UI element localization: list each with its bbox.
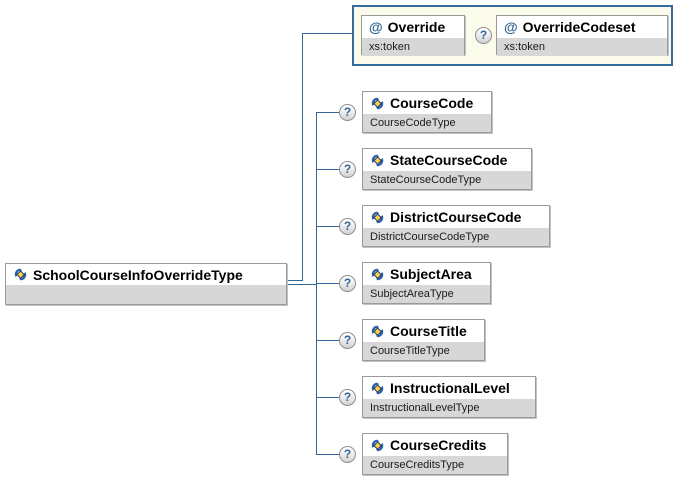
attribute-type: xs:token <box>497 38 667 56</box>
attribute-box-override[interactable]: @ Override xs:token <box>361 15 465 56</box>
element-name: SubjectArea <box>390 266 472 282</box>
optional-indicator: ? <box>339 389 356 406</box>
complex-type-diamond-icon <box>370 439 385 452</box>
root-type-name: SchoolCourseInfoOverrideType <box>33 266 243 283</box>
complex-type-diamond-icon <box>370 154 385 167</box>
connector-line <box>287 284 317 285</box>
element-type: CourseCreditsType <box>363 456 507 474</box>
complex-type-diamond-icon <box>13 268 28 281</box>
connector-line <box>316 340 339 341</box>
optional-indicator: ? <box>339 218 356 235</box>
element-name: CourseTitle <box>390 323 467 339</box>
optional-indicator: ? <box>339 161 356 178</box>
complex-type-diamond-icon <box>370 382 385 395</box>
connector-line <box>316 283 339 284</box>
attribute-at-icon: @ <box>504 19 518 35</box>
element-name: DistrictCourseCode <box>390 209 522 225</box>
connector-line <box>316 454 339 455</box>
optional-indicator: ? <box>339 275 356 292</box>
element-box-coursetitle[interactable]: CourseTitle CourseTitleType <box>362 319 485 361</box>
attribute-box-overridecodeset[interactable]: @ OverrideCodeset xs:token <box>496 15 668 56</box>
element-box-coursecode[interactable]: CourseCode CourseCodeType <box>362 91 492 133</box>
element-type: CourseCodeType <box>363 114 491 132</box>
element-box-statecoursecode[interactable]: StateCourseCode StateCourseCodeType <box>362 148 532 190</box>
connector-line <box>302 33 303 281</box>
element-type: DistrictCourseCodeType <box>363 228 549 246</box>
complex-type-diamond-icon <box>370 325 385 338</box>
attribute-name: OverrideCodeset <box>522 19 636 35</box>
attribute-at-icon: @ <box>369 19 383 35</box>
attribute-name: Override <box>387 19 446 35</box>
connector-line <box>316 169 339 170</box>
optional-indicator: ? <box>475 27 492 44</box>
element-type: CourseTitleType <box>363 342 484 360</box>
root-type-footer <box>6 285 286 304</box>
complex-type-diamond-icon <box>370 97 385 110</box>
element-name: StateCourseCode <box>390 152 508 168</box>
connector-line <box>316 397 339 398</box>
element-type: InstructionalLevelType <box>363 399 535 417</box>
connector-line <box>316 112 339 113</box>
element-box-coursecredits[interactable]: CourseCredits CourseCreditsType <box>362 433 508 475</box>
element-name: InstructionalLevel <box>390 380 510 396</box>
connector-line <box>302 33 352 34</box>
connector-line <box>316 226 339 227</box>
optional-indicator: ? <box>339 104 356 121</box>
element-type: SubjectAreaType <box>363 285 490 303</box>
element-box-instructionallevel[interactable]: InstructionalLevel InstructionalLevelTyp… <box>362 376 536 418</box>
element-type: StateCourseCodeType <box>363 171 531 189</box>
element-name: CourseCode <box>390 95 474 111</box>
element-box-subjectarea[interactable]: SubjectArea SubjectAreaType <box>362 262 491 304</box>
attribute-type: xs:token <box>362 38 464 56</box>
optional-indicator: ? <box>339 332 356 349</box>
connector-line <box>287 280 302 281</box>
element-box-districtcoursecode[interactable]: DistrictCourseCode DistrictCourseCodeTyp… <box>362 205 550 247</box>
optional-indicator: ? <box>339 446 356 463</box>
complex-type-diamond-icon <box>370 268 385 281</box>
element-name: CourseCredits <box>390 437 487 453</box>
root-type-box[interactable]: SchoolCourseInfoOverrideType <box>5 263 287 305</box>
complex-type-diamond-icon <box>370 211 385 224</box>
